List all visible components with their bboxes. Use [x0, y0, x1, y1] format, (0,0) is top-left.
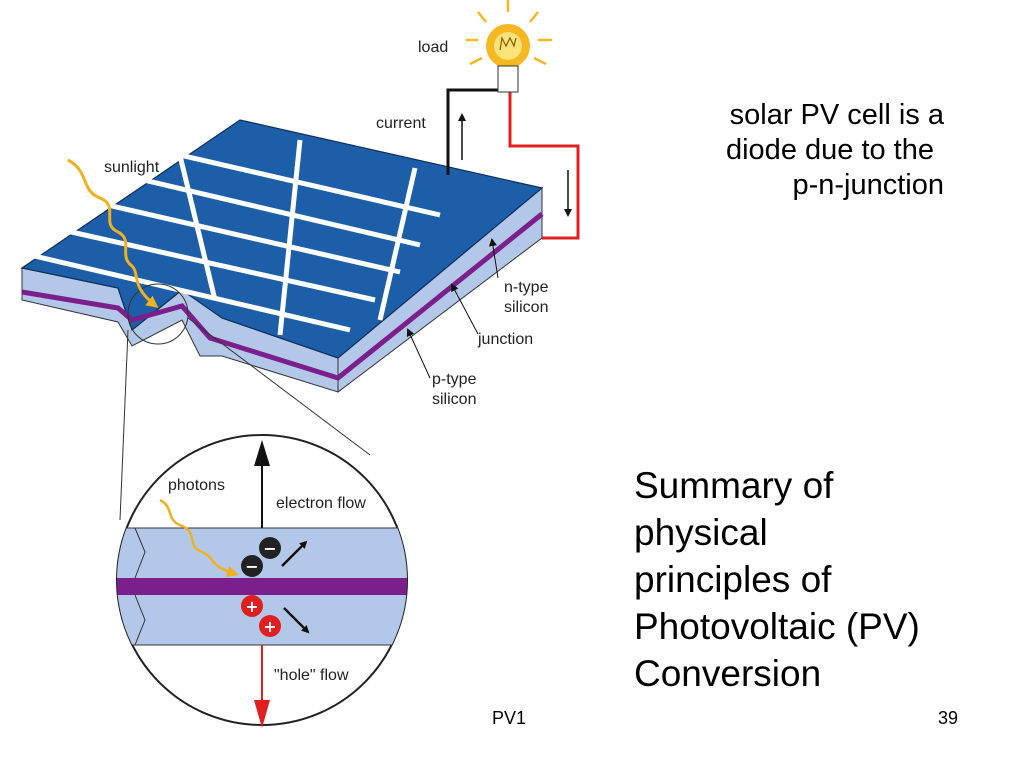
- zoom-line-right: [187, 317, 371, 456]
- label-p-type-silicon: silicon: [432, 391, 476, 408]
- diode-note-line: solar PV cell is a: [729, 99, 944, 131]
- label-p-type: p-type: [432, 371, 477, 388]
- zoom-marker: [127, 283, 189, 345]
- electron-motion-arrow: [281, 540, 308, 567]
- magnified-view: − − + +: [116, 434, 408, 728]
- footer-section-label: PV1: [492, 708, 527, 728]
- pv-cell-diagram: − − + + load current sunlight n-type sil…: [20, 0, 580, 728]
- label-hole-flow: "hole" flow: [274, 667, 349, 684]
- summary-title-line: Conversion: [634, 653, 822, 694]
- hole-icon: +: [241, 595, 263, 617]
- label-photons: photons: [168, 477, 225, 494]
- hole-icon: +: [259, 615, 281, 637]
- electron-icon: −: [259, 537, 281, 559]
- photon-ray: [159, 498, 239, 578]
- diode-note-line: p-n-junction: [792, 169, 944, 201]
- zoom-line-left: [119, 329, 129, 521]
- summary-title: Summary of physical principles of Photov…: [634, 462, 1004, 697]
- summary-title-line: physical: [634, 512, 768, 553]
- diode-note: solar PV cell is a diode due to the p-n-…: [660, 98, 950, 203]
- cell-grid-lines: [29, 134, 441, 336]
- label-electron-flow: electron flow: [276, 495, 366, 512]
- label-junction: junction: [477, 331, 533, 348]
- footer-page-number: 39: [938, 708, 959, 728]
- summary-title-line: Photovoltaic (PV): [634, 606, 920, 647]
- leader-arrows: [406, 238, 499, 379]
- electron-icon: −: [241, 555, 263, 577]
- label-current: current: [376, 115, 426, 132]
- hole-motion-arrow: [283, 607, 310, 634]
- sunlight-ray: [67, 158, 159, 308]
- label-n-type: n-type: [504, 279, 549, 296]
- circuit: [446, 0, 580, 240]
- junction-line: [21, 212, 544, 381]
- svg-text:+: +: [245, 597, 258, 616]
- label-load: load: [418, 39, 448, 56]
- svg-text:+: +: [263, 617, 276, 636]
- light-bulb-icon: [466, 0, 552, 93]
- summary-title-line: principles of: [634, 559, 832, 600]
- svg-text:−: −: [263, 539, 276, 558]
- diode-note-line: diode due to the: [725, 134, 934, 166]
- label-sunlight: sunlight: [104, 159, 160, 176]
- summary-title-line: Summary of: [634, 465, 834, 506]
- junction-band: [117, 578, 407, 595]
- positive-wire: [508, 90, 580, 240]
- negative-wire: [446, 88, 500, 175]
- label-n-type-silicon: silicon: [504, 299, 548, 316]
- svg-text:−: −: [245, 557, 258, 576]
